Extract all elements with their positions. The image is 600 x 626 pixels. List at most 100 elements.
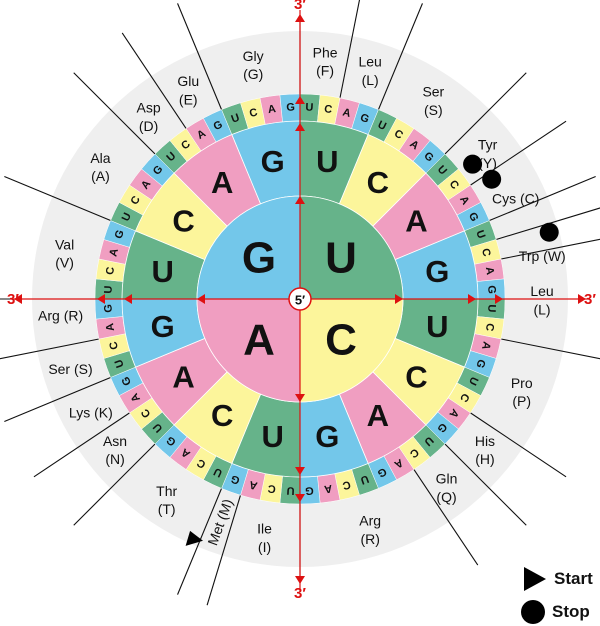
amino-acid-label: Tyr(Y) xyxy=(478,137,498,171)
first-base-label: C xyxy=(325,316,357,365)
stop-circle-icon xyxy=(521,600,545,624)
second-base-label: C xyxy=(367,165,389,200)
arrow-head-icon xyxy=(395,294,403,304)
amino-acid-labels: Phe(F)Leu(L)Ser(S)Tyr(Y)Cys (C)Trp (W)Le… xyxy=(0,0,600,606)
arrow-head-icon xyxy=(295,123,305,131)
amino-acid-label: Glu(E) xyxy=(177,73,199,107)
third-base-label: A xyxy=(341,106,352,120)
amino-acid-divider xyxy=(73,72,156,155)
amino-acid-divider xyxy=(177,3,223,110)
third-base-label: A xyxy=(104,322,117,332)
third-base-label: C xyxy=(248,106,259,120)
second-base-label: C xyxy=(172,204,194,239)
amino-acid-label: Ala(A) xyxy=(90,150,110,184)
third-base-label: G xyxy=(286,102,295,114)
amino-acid-label: Gln(Q) xyxy=(436,471,458,505)
legend-stop: Stop xyxy=(520,599,590,625)
axis-end-label: 3′ xyxy=(584,291,596,308)
second-base-label: U xyxy=(316,144,338,179)
amino-acid-label: Arg(R) xyxy=(359,513,381,547)
second-base-label: G xyxy=(151,309,175,344)
arrow-head-icon xyxy=(295,576,305,584)
third-base-label: G xyxy=(485,285,497,294)
stop-codon-marker xyxy=(463,154,483,174)
second-base-label: G xyxy=(261,144,285,179)
first-base-label: G xyxy=(242,233,276,282)
arrow-head-icon xyxy=(468,294,476,304)
first-base-label: A xyxy=(243,316,275,365)
second-base-label: G xyxy=(315,419,339,454)
amino-acid-label: Arg (R) xyxy=(38,308,83,324)
axis-end-label: 3′ xyxy=(294,0,306,13)
amino-acid-label: Cys (C) xyxy=(492,190,539,206)
amino-acid-label: Ser(S) xyxy=(422,84,444,118)
third-base-label: G xyxy=(305,484,314,496)
third-base-label: A xyxy=(323,482,333,495)
amino-acid-divider xyxy=(0,338,100,360)
amino-acid-divider xyxy=(500,238,600,260)
third-base-label: A xyxy=(479,340,493,351)
arrow-head-icon xyxy=(295,196,305,204)
arrow-head-icon xyxy=(295,394,305,402)
first-base-sector-g xyxy=(196,195,301,300)
arrow-head-icon xyxy=(495,294,503,304)
second-base-label: A xyxy=(211,165,233,200)
amino-acid-divider xyxy=(413,469,479,566)
arrow-head-icon xyxy=(295,494,305,502)
amino-acid-divider xyxy=(500,338,600,360)
third-base-label: U xyxy=(103,285,115,294)
axis-end-label: 3′ xyxy=(294,585,306,602)
amino-acid-divider xyxy=(377,3,423,110)
second-base-label: U xyxy=(151,254,173,289)
arrow-head-icon xyxy=(295,14,305,22)
third-base-label: U xyxy=(473,229,487,241)
amino-acid-label: Leu(L) xyxy=(358,54,381,88)
second-base-label: C xyxy=(405,359,427,394)
amino-acid-divider xyxy=(4,376,111,422)
third-base-label: U xyxy=(305,102,314,114)
center-label: 5′ xyxy=(295,293,305,308)
second-base-label: A xyxy=(405,204,427,239)
amino-acid-divider xyxy=(489,176,596,222)
third-base-label: C xyxy=(107,340,121,351)
third-base-label: C xyxy=(483,322,496,332)
arrow-head-icon xyxy=(295,467,305,475)
third-base-label: G xyxy=(358,112,370,126)
first-base-sector-c xyxy=(299,298,404,403)
amino-acid-divider xyxy=(4,176,111,222)
amino-acid-divider xyxy=(470,412,567,478)
second-base-label: U xyxy=(426,309,448,344)
amino-acid-divider xyxy=(206,495,242,606)
third-base-label: G xyxy=(113,228,127,240)
amino-acid-label: Leu(L) xyxy=(530,283,553,317)
third-base-label: G xyxy=(103,304,115,313)
arrow-head-icon xyxy=(14,294,22,304)
third-base-label: A xyxy=(267,103,277,116)
direction-axes: 5′ 3′ 3′ 3′ 3′ xyxy=(7,0,596,602)
second-base-label: U xyxy=(261,419,283,454)
first-base-sector-a xyxy=(196,298,301,403)
third-base-label: G xyxy=(229,472,241,486)
amino-acid-label: Asp(D) xyxy=(137,100,161,134)
amino-acid-divider xyxy=(444,72,527,155)
third-base-label: A xyxy=(107,247,121,258)
stop-codon-marker xyxy=(539,222,559,242)
third-base-label: U xyxy=(485,304,497,313)
second-base-label: C xyxy=(211,398,233,433)
arrow-head-icon xyxy=(295,96,305,104)
start-stop-markers xyxy=(185,154,559,546)
first-base-ring: UC AG xyxy=(196,195,404,403)
third-base-label: U xyxy=(359,472,371,486)
amino-acid-label: Trp (W) xyxy=(519,248,566,264)
start-codon-marker xyxy=(185,530,203,546)
third-base-label: C xyxy=(267,482,277,495)
third-base-label: C xyxy=(323,103,333,116)
amino-acid-label: Ile(I) xyxy=(257,521,272,555)
first-base-label: U xyxy=(325,233,357,282)
amino-acid-divider xyxy=(33,412,130,478)
axis-end-label: 3′ xyxy=(7,291,19,308)
amino-acid-label: Gly(G) xyxy=(243,48,264,82)
arrow-head-icon xyxy=(578,294,586,304)
